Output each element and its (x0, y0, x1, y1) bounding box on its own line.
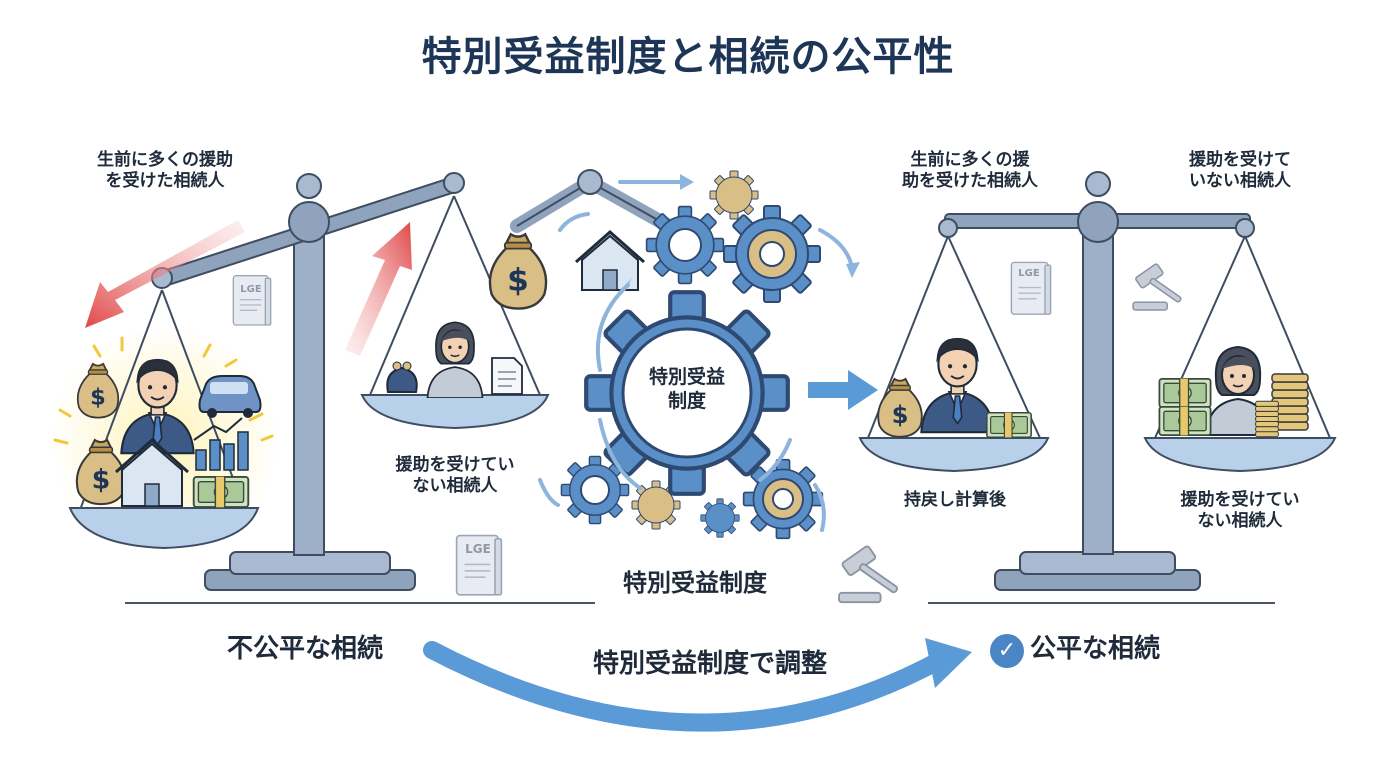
system-label: 特別受益制度 (623, 569, 767, 597)
arrow-down-red (85, 220, 245, 328)
fair-label: 公平な相続 (1030, 634, 1161, 664)
cash-stack-icon (986, 412, 1032, 438)
money-bag-icon (877, 377, 923, 438)
right-right-pan-top-label: 援助を受けて いない相続人 (1189, 150, 1291, 192)
book-label: LGE (240, 284, 262, 295)
check-icon: ✓ (990, 634, 1024, 668)
cash-stack-icon (192, 476, 250, 508)
gear-label: 特別受益 制度 (648, 366, 725, 412)
right-right-pan (1143, 235, 1337, 473)
money-bag-icon (488, 232, 548, 310)
growth-chart-icon (193, 417, 249, 471)
adjust-label: 特別受益制度で調整 (592, 649, 827, 679)
house-icon (575, 229, 645, 291)
coin-stack-icon (1255, 400, 1279, 438)
unfair-label: 不公平な相続 (226, 634, 383, 664)
cycle-arrowheads (618, 174, 860, 292)
car-icon (198, 375, 262, 418)
right-left-pan-bottom-label: 持戻し計算後 (904, 490, 1006, 510)
purse-icon (386, 361, 418, 393)
sparkles (53, 336, 274, 445)
adjust-arrowhead (925, 638, 972, 688)
document-icon (491, 357, 523, 395)
gavel-icon (1132, 262, 1183, 311)
central-gear-face (621, 327, 753, 459)
right-left-pan-top-label: 生前に多くの援 助を受けた相続人 (902, 150, 1038, 192)
gear-icon (700, 498, 740, 538)
adjust-arrow (423, 641, 949, 732)
house-icon (115, 437, 189, 507)
right-left-pan (858, 235, 1050, 473)
page-title: 特別受益制度と相続の公平性 (421, 34, 955, 80)
book-label: LGE (465, 542, 491, 556)
left-heavy-pan (50, 289, 280, 555)
cash-stack-icon (1158, 406, 1212, 436)
gear-icon (709, 170, 759, 220)
book-label: LGE (1018, 268, 1040, 279)
gavel-icon (838, 544, 900, 604)
heavy-pan-label: 生前に多くの援助 を受けた相続人 (97, 150, 233, 192)
right-right-pan-bottom-label: 援助を受けてい ない相続人 (1180, 490, 1300, 532)
arrow-right-blue (808, 370, 878, 410)
right-scale-balanced (938, 171, 1255, 591)
light-pan-label: 援助を受けてい ない相続人 (395, 455, 515, 497)
arrow-up-red (345, 222, 412, 356)
cash-stack-icon (1158, 378, 1212, 408)
